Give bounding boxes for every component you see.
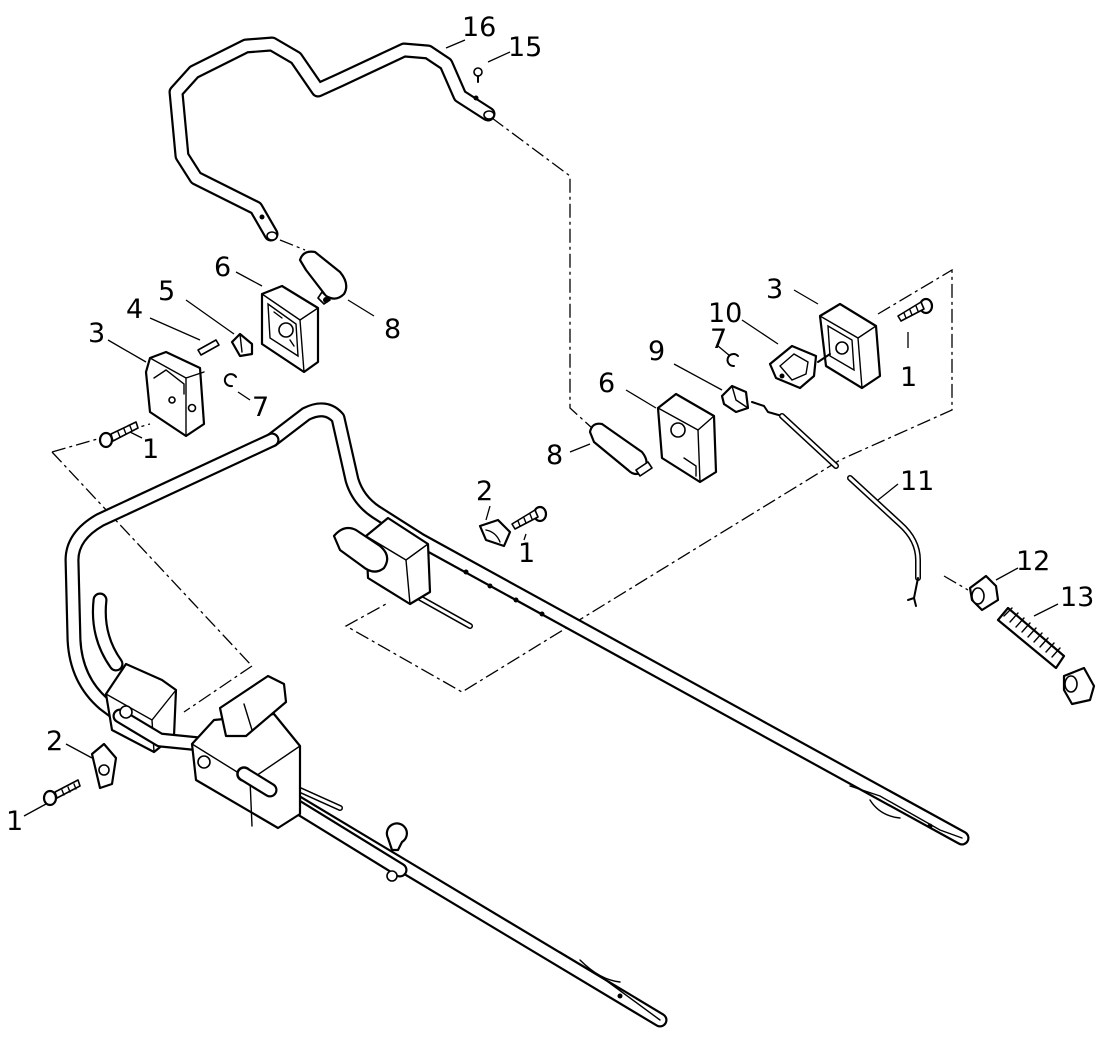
callout-3-right: 3: [766, 274, 783, 305]
bracket-10: [768, 344, 818, 390]
callout-1-upper-right: 1: [900, 362, 917, 393]
cover-right-6: [656, 392, 718, 484]
screw-1-upper-right: [897, 297, 934, 322]
clip-7-left: [223, 373, 237, 388]
screw-1-mid: [511, 505, 548, 530]
clamp-2-mid: [478, 518, 512, 548]
callout-4: 4: [126, 294, 143, 325]
callout-11: 11: [900, 466, 934, 497]
cable-11: [751, 401, 921, 607]
callout-labels: 16 15 6 8 5 4 3 7 1 2 1 3 10 7 9 6 8 1 1…: [6, 12, 1094, 837]
callout-5: 5: [158, 276, 175, 307]
cam-lever-left: [298, 250, 348, 305]
assembled-housing-mid: [332, 516, 432, 606]
screw-1-lower-left: [42, 779, 81, 807]
callout-2-lower: 2: [46, 726, 63, 757]
callout-13: 13: [1060, 582, 1094, 613]
callout-7-right: 7: [710, 324, 727, 355]
cam-5: [230, 332, 254, 358]
housing-left-6: [260, 284, 320, 374]
callout-10: 10: [708, 298, 742, 329]
callout-9: 9: [648, 336, 665, 367]
assembled-housing-lower-left: [104, 662, 208, 754]
assembled-housing-lower-center: [190, 674, 302, 830]
cover-left-3: [144, 350, 206, 438]
callout-15: 15: [508, 32, 542, 63]
callout-6-right: 6: [598, 368, 615, 399]
spring-13: [996, 606, 1096, 706]
callout-7-left: 7: [252, 392, 269, 423]
pin-4: [197, 339, 220, 356]
callout-3-left: 3: [88, 318, 105, 349]
callout-1-mid: 1: [518, 538, 535, 569]
callout-6-left: 6: [214, 252, 231, 283]
upper-bail-bar: [168, 36, 496, 242]
sleeve-12: [968, 574, 1000, 612]
callout-1-lower-left: 1: [6, 806, 23, 837]
clip-7-right: [726, 353, 739, 367]
leader-lines: [23, 39, 1059, 817]
callout-2-mid: 2: [476, 476, 493, 507]
main-handle-frame: [64, 402, 970, 1028]
callout-1-upper-left: 1: [142, 434, 159, 465]
screw-15: [473, 67, 483, 83]
clamp-2-lower: [90, 742, 118, 790]
callout-8-left: 8: [384, 314, 401, 345]
callout-8-right: 8: [546, 440, 563, 471]
callout-12: 12: [1016, 546, 1050, 577]
screw-1-upper-left: [98, 421, 139, 449]
callout-16: 16: [462, 12, 496, 43]
cam-lever-right: [588, 422, 653, 477]
handle-rods: [297, 595, 473, 882]
housing-right-3: [817, 302, 882, 390]
cam-9: [720, 384, 750, 414]
